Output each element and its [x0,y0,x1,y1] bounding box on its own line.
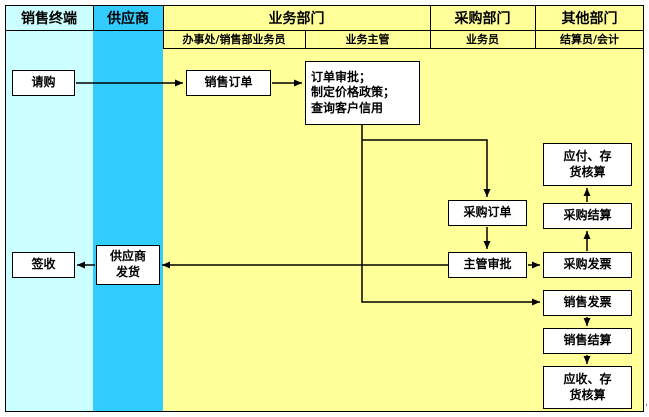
lane-band-supplier [93,5,163,412]
subheader-business-supervisor: 业务主管 [345,33,390,46]
node-payables-inventory-accounting: 应付、存 货核算 [543,143,632,186]
lane-header-purchasing-dept: 采购部门 [454,10,511,27]
node-supplier-shipment: 供应商 发货 [96,245,160,285]
node-sales-settlement: 销售结算 [543,328,632,354]
lane-header-sales-terminal: 销售终端 [21,10,77,27]
node-supervisor-approval: 主管审批 [448,252,527,278]
node-receivables-inventory-accounting: 应收、存 货核算 [543,366,632,409]
node-sales-order: 销售订单 [186,70,271,96]
lane-divider [535,5,536,48]
subheader-settlement-accountant: 结算员/会计 [559,33,620,46]
lane-header-supplier: 供应商 [107,10,149,27]
lane-header-other-dept: 其他部门 [561,10,618,27]
lane-divider [305,30,306,48]
node-purchase-invoice: 采购发票 [543,252,632,278]
node-purchase-order: 采购订单 [448,200,527,226]
lane-divider [163,5,164,48]
diagram-frame [5,5,644,412]
node-purchase-settlement: 采购结算 [543,203,632,229]
subheader-clerk: 业务员 [466,33,499,46]
node-sales-invoice: 销售发票 [543,290,632,316]
header-row-divider [5,30,644,31]
node-purchase-request: 请购 [12,70,75,96]
subheader-row-divider [163,48,644,49]
lane-header-business-dept: 业务部门 [268,10,325,27]
corner-mark: · [645,401,648,411]
node-order-approval: 订单审批； 制定价格政策； 查询客户信用 [305,61,420,125]
subheader-office-salesperson: 办事处/销售部业务员 [182,33,286,46]
node-sign-receipt: 签收 [12,252,75,278]
lane-divider [93,5,94,30]
lane-divider [430,5,431,48]
